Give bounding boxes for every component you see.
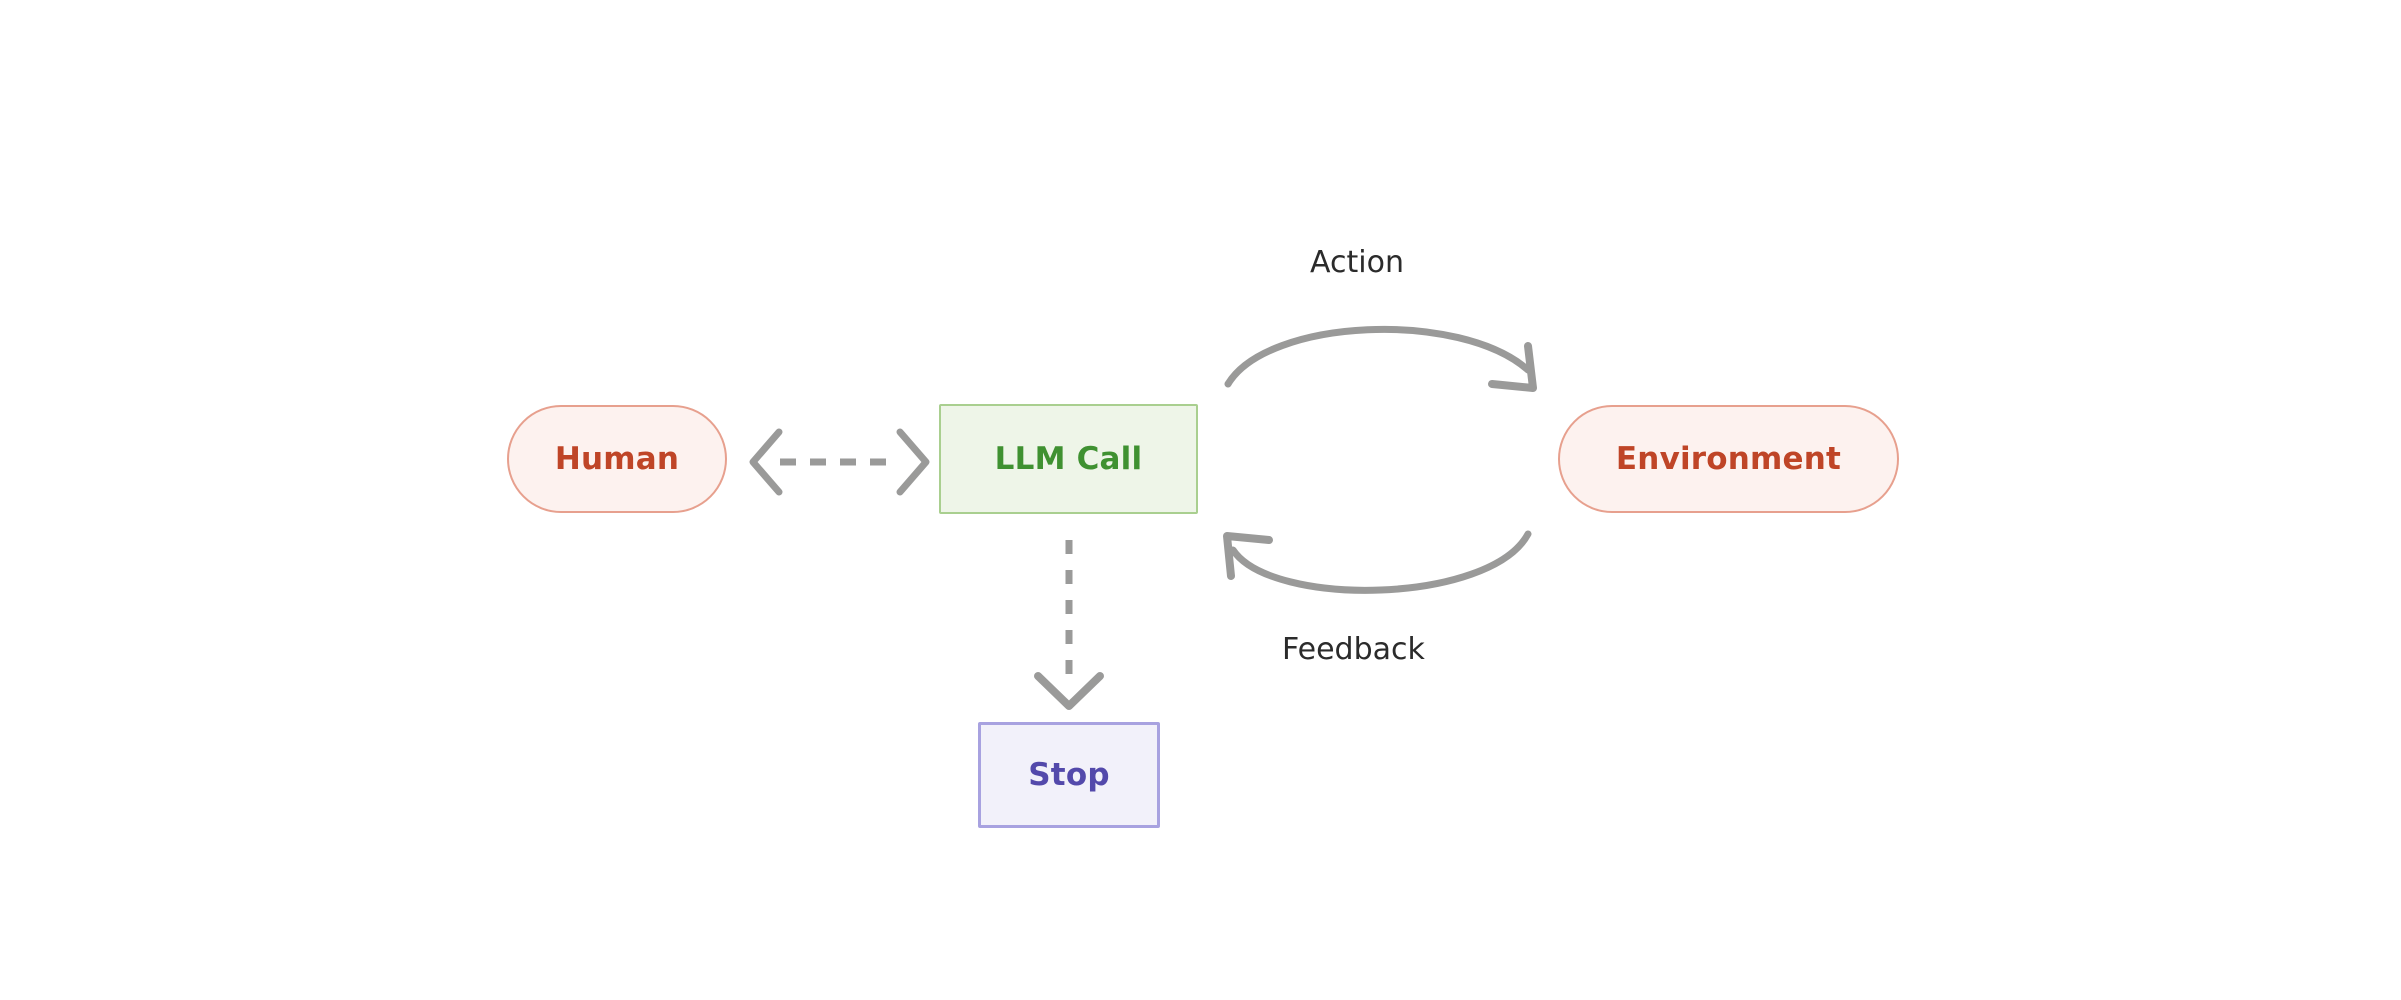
node-human[interactable]: Human [507,405,727,513]
edge-environment-llm-feedback [1223,530,1532,594]
edge-label-action: Action [1310,245,1404,280]
edge-feedback-curve [1229,530,1532,594]
node-environment[interactable]: Environment [1558,405,1899,513]
edge-llm-environment-action [1224,325,1537,392]
node-stop[interactable]: Stop [978,722,1160,828]
edge-llm-stop-arrowhead [1034,672,1104,710]
edge-label-feedback: Feedback [1282,632,1425,667]
edge-action-curve [1224,325,1532,388]
edge-human-llm-arrowhead-left [749,428,783,496]
edge-human-llm [749,428,930,496]
edge-feedback-arrowhead [1223,532,1273,580]
node-llm-call[interactable]: LLM Call [939,404,1198,514]
edge-llm-stop [1034,540,1104,710]
edge-human-llm-arrowhead-right [896,428,930,496]
edge-action-arrowhead [1488,342,1537,392]
